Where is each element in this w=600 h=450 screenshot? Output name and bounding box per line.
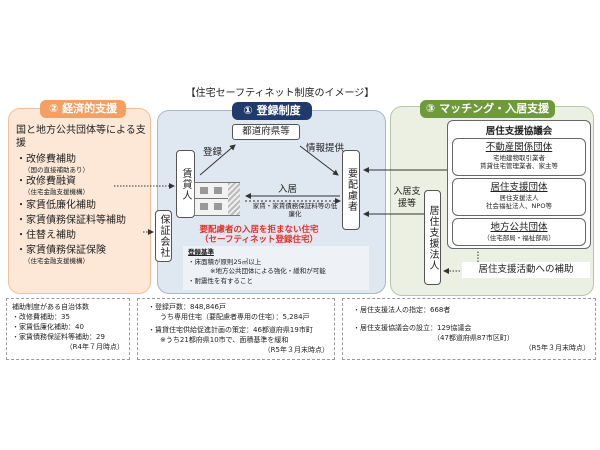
red-line-2: （セーフティネット登録住宅） <box>200 235 318 245</box>
stats-box-registration: ・登録戸数：848,846戸 うち専用住宅（要配慮者専用の住宅）：5,284戸 … <box>137 298 335 360</box>
register-arrow <box>199 144 236 176</box>
intro-text: 国と地方公共団体等による支援 <box>16 125 146 149</box>
support-group: 居住支援団体 居住支援法人 社会福祉法人、NPO等 <box>452 178 586 216</box>
group-title: 不動産関係団体 <box>485 142 553 153</box>
criteria-box: 登録基準 ・床面積が原則25㎡以上 ※地方公共団体による強化・緩和が可能 ・耐震… <box>183 246 369 290</box>
registered-housing-text: 要配慮者の入居を拒まない住宅 （セーフティネット登録住宅） <box>184 225 334 245</box>
group-title: 地方公共団体 <box>490 222 548 233</box>
group-line: 居住支援法人 <box>499 194 539 202</box>
stat-line: ・家賃債務保証料等補助：29 <box>12 333 105 341</box>
stat-line: ・賃貸住宅供給促進計画の策定：46都道府県19市町 <box>148 326 313 334</box>
info-label: 情報提供 <box>306 143 345 154</box>
registration-header: ① 登録制度 <box>232 102 312 120</box>
list-item: ・改修費補助 <box>16 154 76 165</box>
info-arrow <box>299 145 339 176</box>
list-item: ・家賃低廉化補助 <box>16 200 96 211</box>
list-item-note: （国の直接補助あり） <box>24 166 89 174</box>
economic-support-list: 国と地方公共団体等による支援 ・改修費補助 （国の直接補助あり） ・改修費融資 … <box>16 124 146 266</box>
prefecture-box: 都道府県等 <box>232 124 300 140</box>
real-estate-group: 不動産関係団体 宅地建物取引業者 賃貸住宅管理業者、家主等 <box>452 138 586 176</box>
economic-support-header: ② 経済的支援 <box>40 100 126 118</box>
group-line: 社会福祉法人、NPO等 <box>486 202 552 210</box>
move-in-label: 入居 <box>278 184 298 195</box>
stat-date: （R4年７月時点） <box>65 343 124 351</box>
stat-line: ・登録戸数：848,846戸 <box>148 303 226 311</box>
list-item-note: （住宅金融支援機構） <box>24 188 89 196</box>
stat-line: （47都道府県87市区町） <box>433 334 514 342</box>
matching-header: ③ マッチング・入居支援 <box>420 100 555 118</box>
diagram-title: 【住宅セーフティネット制度のイメージ】 <box>185 88 375 99</box>
stat-line: ・居住支援協議会の設立：129協議会 <box>353 324 472 332</box>
criteria-title: 登録基準 <box>188 248 214 256</box>
stat-line: ※うち21都府県10市で、面積基準を緩和 <box>160 336 289 344</box>
list-item: ・家賃債務保証保険 <box>16 245 106 256</box>
stat-date: （R5年３月末時点） <box>524 344 590 352</box>
subsidy-label: 居住支援活動への補助 <box>462 262 590 278</box>
list-item: ・改修費融資 <box>16 176 76 187</box>
group-line: 賃貸住宅管理業者、家主等 <box>480 162 558 170</box>
economic-support-panel <box>8 108 151 294</box>
local-gov-group: 地方公共団体 （住宅部局・福祉部局） <box>452 218 586 246</box>
tenant-box: 要配慮者 <box>342 150 360 230</box>
stat-date: （R5年３月末時点） <box>263 346 329 354</box>
criteria-note: ※地方公共団体による強化・緩和が可能 <box>210 267 326 275</box>
criteria-item: ・床面積が原則25㎡以上 <box>188 257 262 266</box>
list-item: ・住替え補助 <box>16 230 76 241</box>
list-item: ・家賃債務保証料等補助 <box>16 215 126 226</box>
move-in-support-label: 入居支援等 <box>393 187 421 209</box>
support-corp-box: 居住支援法人 <box>424 190 441 285</box>
red-line-1: 要配慮者の入居を拒まない住宅 <box>199 225 319 235</box>
list-item-note: （住宅金融支援機構） <box>24 257 89 265</box>
rent-reduction-label: 家賃・家賃債務保証料等の低廉化 <box>252 202 338 218</box>
group-line: （住宅部局・福祉部局） <box>483 234 555 242</box>
guarantor-box: 保証会社 <box>155 210 172 262</box>
group-line: 宅地建物取引業者 <box>493 154 545 162</box>
stats-box-economic: 補助制度がある自治体数 ・改修費補助：35 ・家賃低廉化補助：40 ・家賃債務保… <box>6 298 130 360</box>
stat-line: ・家賃低廉化補助：40 <box>12 323 84 331</box>
stat-line: ・改修費補助：35 <box>12 313 70 321</box>
group-title: 居住支援団体 <box>490 182 548 193</box>
council-title: 居住支援協議会 <box>485 126 553 137</box>
stat-line: うち専用住宅（要配慮者専用の住宅）：5,284戸 <box>160 313 310 321</box>
stat-line: 補助制度がある自治体数 <box>12 303 89 311</box>
criteria-item: ・耐震性を有すること <box>188 276 253 285</box>
apartment-building-icon <box>194 182 240 216</box>
stats-box-matching: ・居住支援法人の指定：668者 ・居住支援協議会の設立：129協議会 （47都道… <box>342 298 596 360</box>
stat-line: ・居住支援法人の指定：668者 <box>353 306 451 314</box>
register-label: 登録 <box>203 147 223 158</box>
